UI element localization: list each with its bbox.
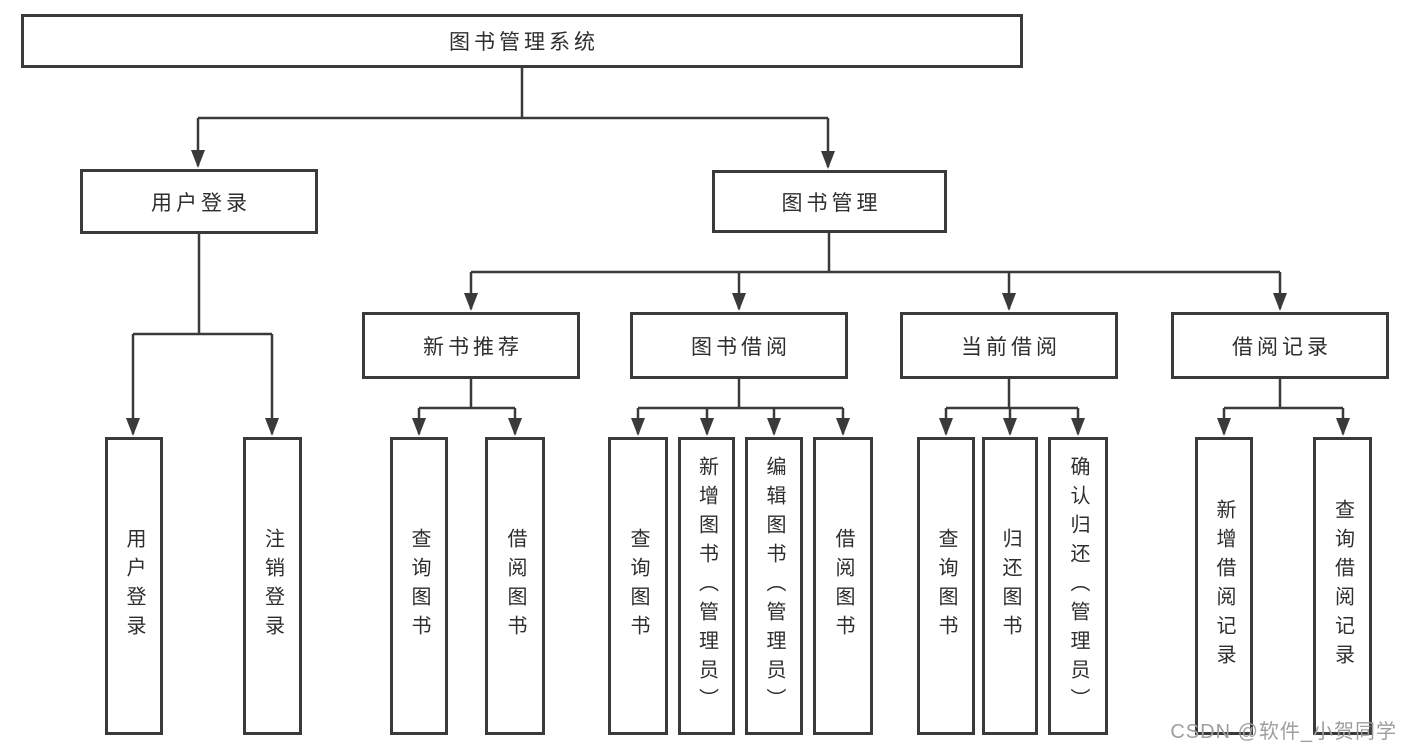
csdn-watermark: CSDN @软件_小贺同学 [1170, 721, 1397, 743]
leaf-newbooks-query-books: 查询图书 [390, 437, 448, 735]
node-borrow-records: 借阅记录 [1171, 312, 1389, 379]
node-label: 新增图书（管理员） [695, 455, 718, 717]
node-label: 新书推荐 [423, 335, 523, 359]
leaf-current-query-books: 查询图书 [917, 437, 975, 735]
node-label: 借阅记录 [1232, 335, 1332, 359]
leaf-user-login: 用户登录 [105, 437, 163, 735]
leaf-borrow-borrow-books: 借阅图书 [813, 437, 873, 735]
leaf-borrow-query-books: 查询图书 [608, 437, 668, 735]
node-label: 用户登录 [151, 191, 251, 215]
leaf-borrow-edit-books-admin: 编辑图书（管理员） [745, 437, 803, 735]
leaf-newbooks-borrow-books: 借阅图书 [485, 437, 545, 735]
node-label: 确认归还（管理员） [1067, 455, 1089, 717]
node-label: 查询借阅记录 [1331, 499, 1354, 673]
node-root-system: 图书管理系统 [21, 14, 1023, 68]
node-label: 当前借阅 [961, 335, 1061, 359]
leaf-logout: 注销登录 [243, 437, 302, 735]
node-label: 查询图书 [627, 528, 649, 644]
node-label: 归还图书 [999, 528, 1021, 644]
leaf-borrow-add-books-admin: 新增图书（管理员） [678, 437, 735, 735]
node-label: 编辑图书（管理员） [763, 455, 785, 717]
node-label: 查询图书 [408, 528, 430, 644]
leaf-current-return-books: 归还图书 [982, 437, 1038, 735]
node-label: 图书管理 [781, 191, 882, 215]
node-label: 新增借阅记录 [1213, 499, 1235, 673]
node-book-management: 图书管理 [712, 170, 947, 233]
node-label: 用户登录 [123, 528, 145, 644]
leaf-current-confirm-return-admin: 确认归还（管理员） [1048, 437, 1108, 735]
node-label: 图书借阅 [691, 335, 791, 359]
node-label: 借阅图书 [504, 528, 526, 644]
node-label: 注销登录 [261, 528, 284, 644]
node-user-login: 用户登录 [80, 169, 318, 234]
node-book-borrowing: 图书借阅 [630, 312, 848, 379]
node-current-borrowing: 当前借阅 [900, 312, 1118, 379]
node-label: 图书管理系统 [449, 31, 599, 54]
leaf-records-add-record: 新增借阅记录 [1195, 437, 1253, 735]
node-new-book-recommend: 新书推荐 [362, 312, 580, 379]
node-label: 借阅图书 [832, 528, 854, 644]
node-label: 查询图书 [935, 528, 957, 644]
leaf-records-query-record: 查询借阅记录 [1313, 437, 1372, 735]
